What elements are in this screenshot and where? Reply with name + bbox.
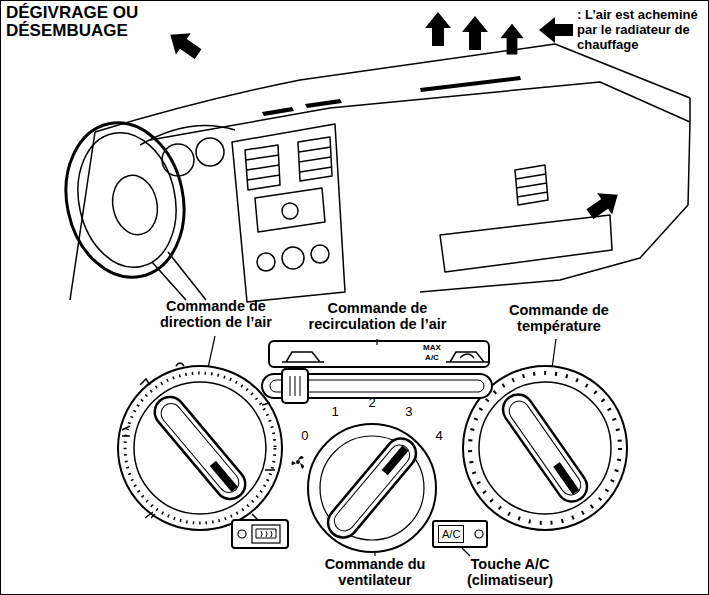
ac-button: A/C [432, 520, 488, 548]
knob-inner [330, 441, 413, 535]
knob-marker [210, 461, 238, 492]
glovebox [440, 215, 612, 272]
vent-slats [299, 147, 332, 172]
thumb-grip [290, 376, 300, 396]
control-knob [311, 245, 329, 263]
dial-number: 4 [429, 429, 449, 444]
knob-marker [382, 446, 409, 476]
dial-number: 1 [325, 405, 345, 420]
airflow-arrow [425, 12, 451, 46]
vent-slats [246, 155, 280, 180]
side-vent [515, 165, 548, 205]
indicator-light [475, 530, 483, 538]
dial-number: 2 [362, 396, 382, 411]
dial-outline [282, 398, 462, 578]
dash-side [420, 98, 690, 292]
dial-number: 0 [295, 429, 315, 444]
center-vent [298, 137, 332, 181]
leader-line [462, 548, 470, 556]
knob-body [322, 432, 422, 543]
a-pillar [70, 132, 95, 300]
fan-hub [296, 460, 300, 464]
rear-defrost-symbol [256, 529, 276, 538]
center-stack [232, 124, 345, 302]
windshield-edge [95, 44, 690, 132]
recirculation-slider [262, 352, 492, 403]
dial-face [134, 382, 266, 514]
defrost-slots [262, 76, 521, 116]
dial-knob [149, 391, 252, 505]
center-vent [245, 145, 280, 190]
leader-line [208, 336, 215, 368]
rear-defrost-button [232, 520, 288, 548]
dashboard [52, 44, 690, 302]
mode-symbols [122, 363, 275, 520]
car-icon [282, 352, 324, 362]
dial-ring [118, 366, 282, 530]
fan-icon [292, 456, 305, 469]
button-body [232, 520, 288, 548]
callout-label: Touche A/C (climatiseur) [451, 556, 569, 588]
dial-ticks [125, 373, 275, 523]
vent-slats [516, 174, 548, 197]
legend-entry: : L’air est acheminé par le radiateur de… [577, 8, 707, 53]
control-knob [282, 247, 304, 269]
steering-hub [107, 171, 163, 239]
dial-knob [322, 432, 422, 543]
knob-inner [157, 399, 243, 496]
diagram-title: DÉGIVRAGE OU DÉSEMBUAGE [6, 4, 146, 40]
callout-label: Commande de recirculation de l’air [285, 300, 470, 332]
airflow-arrows [163, 12, 625, 225]
car-recirculation-icon [446, 352, 488, 362]
knob-body [497, 389, 593, 508]
dial-face [479, 382, 611, 514]
knob-body [149, 391, 252, 505]
fan-blades [292, 456, 305, 469]
dial-ring [308, 424, 436, 552]
indicator-light [238, 530, 246, 538]
airflow-arrow [462, 16, 488, 50]
recirculation-panel: MAX A/C [268, 340, 490, 368]
airflow-arrow [163, 24, 206, 65]
leader-line [552, 339, 556, 368]
defrost-slot [262, 107, 294, 116]
airflow-arrow [582, 184, 625, 225]
gauge [196, 138, 224, 166]
dial-knob [497, 389, 593, 508]
callout-label: Commande du ventilateur [312, 556, 438, 588]
slider-thumb [282, 369, 308, 403]
legend-text: : L’air est acheminé par le radiateur de… [577, 8, 707, 53]
callout-label: Commande de température [493, 302, 625, 334]
fan-dial: 01 2 34 [282, 398, 462, 578]
radio-knob [282, 203, 298, 219]
radio [255, 188, 325, 232]
defrost-slot [305, 99, 342, 108]
control-knob [257, 253, 275, 271]
airflow-arrow [500, 24, 523, 55]
dial-number: 3 [399, 405, 419, 420]
dash-top-edge [150, 82, 690, 140]
knob-marker [553, 462, 579, 494]
steering-column [152, 252, 206, 300]
button-face [252, 525, 280, 543]
direction-dial [118, 363, 282, 530]
panel-text: MAX A/C [420, 343, 444, 363]
legend-arrow-sample [539, 17, 573, 43]
button-text: A/C [438, 525, 464, 543]
callout-label: Commande de direction de l’air [140, 298, 292, 330]
defrost-slot [420, 76, 521, 92]
dial-ticks [470, 373, 620, 523]
knob-inner [505, 397, 584, 499]
